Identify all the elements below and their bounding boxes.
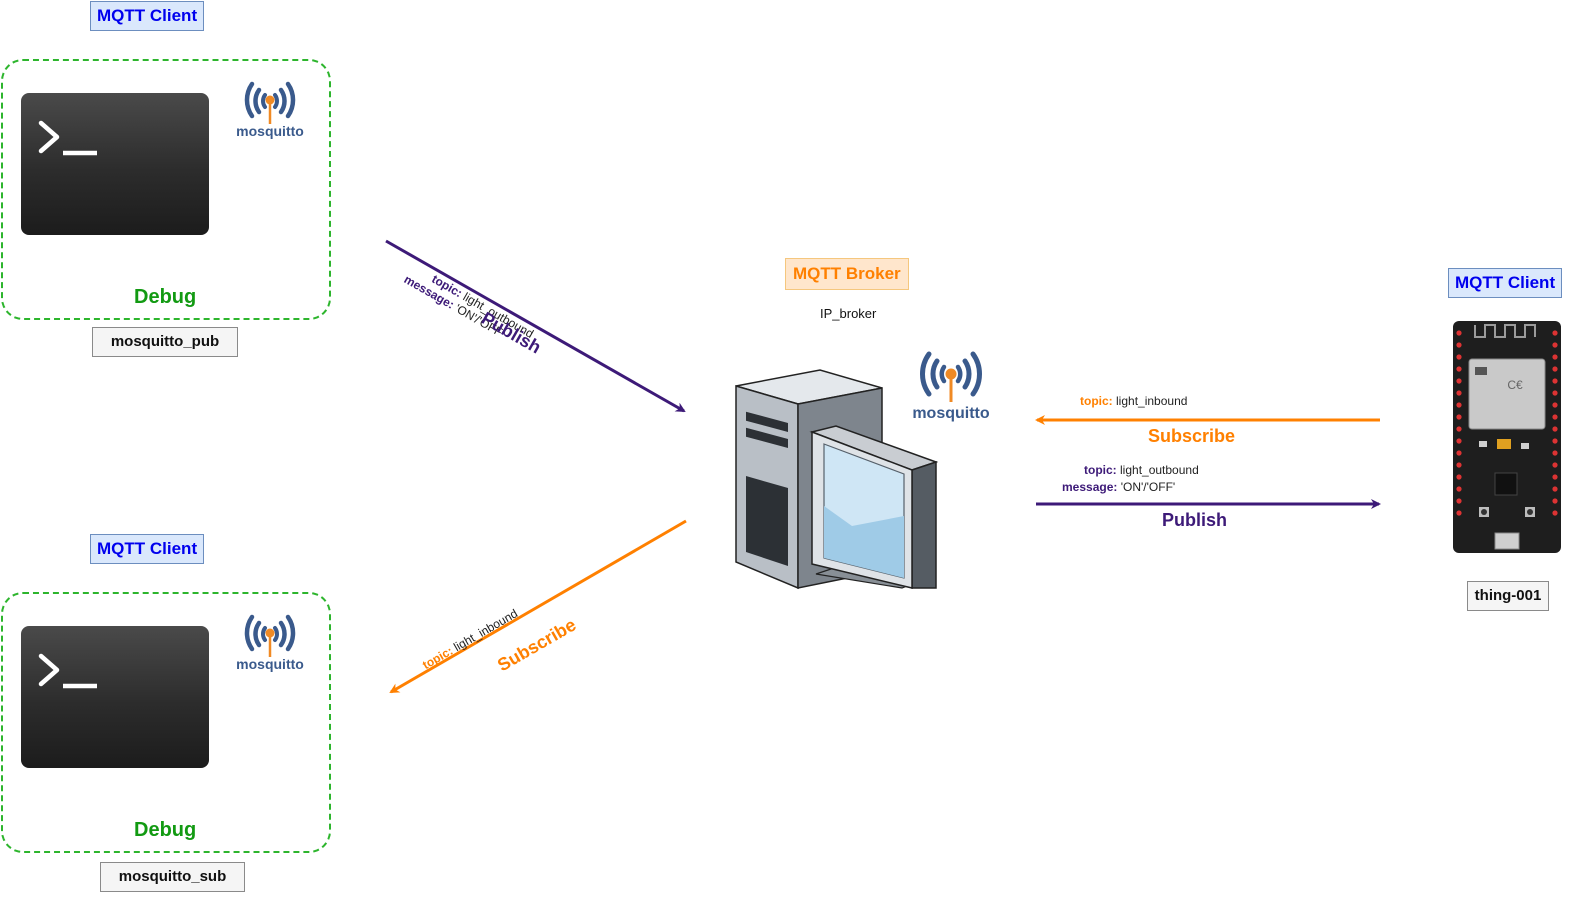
arrow-broker-to-sub <box>389 519 687 694</box>
client-name-pub: mosquitto_pub <box>92 327 238 357</box>
client-name-device: thing-001 <box>1467 581 1549 611</box>
publish-label: Publish <box>1162 510 1228 530</box>
esp32-board-icon: C€ <box>1453 321 1561 553</box>
broker-ip-label: IP_broker <box>820 306 877 321</box>
client-tag-device: MQTT Client <box>1448 268 1563 298</box>
subscribe-label: Subscribe <box>1148 426 1236 446</box>
terminal-icon <box>21 93 209 235</box>
mosquitto-logo: mosquitto <box>906 342 996 424</box>
mosquitto-wordmark: mosquitto <box>912 405 990 422</box>
debug-label-pub: Debug <box>134 286 197 308</box>
server-computer-icon <box>732 366 939 590</box>
flow-topic-broker-to-device: topic: light_outbound <box>1084 463 1199 477</box>
flow-label-device-to-broker: topic: light_inbound <box>1080 394 1188 408</box>
client-tag-pub: MQTT Client <box>90 1 205 31</box>
client-tag-sub: MQTT Client <box>90 534 205 564</box>
mosquitto-wordmark: mosquitto <box>236 656 304 672</box>
svg-text:C€: C€ <box>1507 378 1523 392</box>
client-name-sub: mosquitto_sub <box>100 862 245 892</box>
broker-tag: MQTT Broker <box>785 258 909 290</box>
mosquitto-logo: mosquitto <box>232 605 308 675</box>
terminal-icon <box>21 626 209 768</box>
debug-group-sub <box>1 592 331 853</box>
debug-label-sub: Debug <box>134 819 197 841</box>
mosquitto-wordmark: mosquitto <box>236 123 304 139</box>
debug-group-pub <box>1 59 331 320</box>
arrow-pub-to-broker <box>385 239 686 413</box>
mosquitto-logo: mosquitto <box>232 72 308 142</box>
flow-message-broker-to-device: message: 'ON'/'OFF' <box>1062 480 1176 494</box>
